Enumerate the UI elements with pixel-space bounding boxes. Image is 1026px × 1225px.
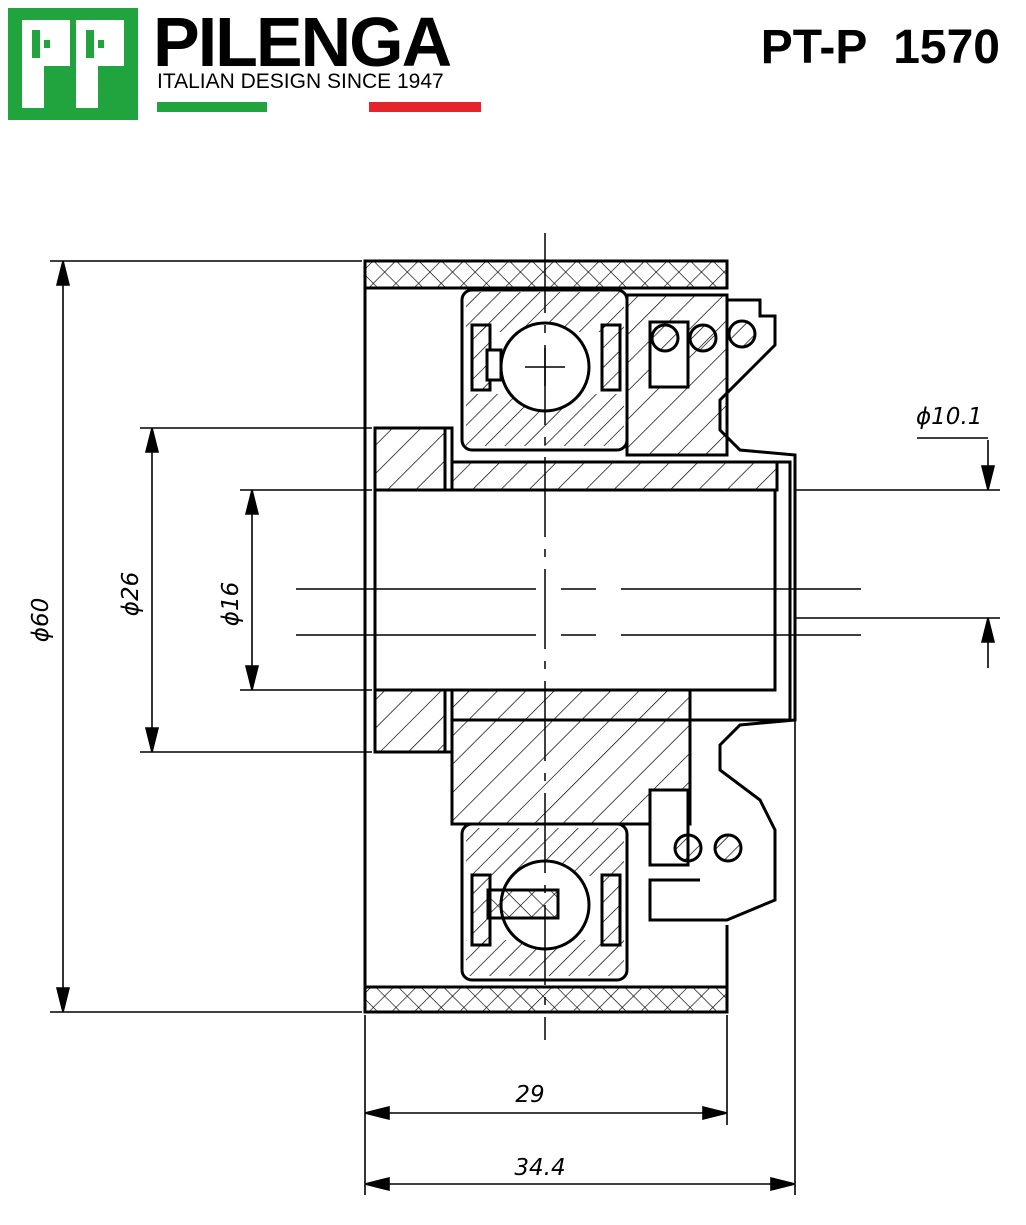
pp-logo-icon	[8, 8, 138, 120]
hub	[373, 293, 792, 826]
part-number: PT-P 1570	[760, 21, 1000, 74]
dim-bolt-diameter: ϕ10.1	[916, 404, 982, 430]
dim-bore-diameter: ϕ16	[218, 582, 244, 626]
lower-bearing	[460, 822, 629, 982]
brand-tagline: ITALIAN DESIGN SINCE 1947	[157, 70, 444, 93]
dim-bushing-diameter: ϕ26	[118, 572, 144, 616]
header: PILENGA ITALIAN DESIGN SINCE 1947 PT-P 1…	[0, 0, 1026, 130]
centerlines	[296, 233, 873, 1040]
flag-red-stripe	[369, 102, 481, 112]
dim-width-total: 34.4	[514, 1155, 565, 1181]
dim-width-pulley: 29	[515, 1082, 544, 1108]
spring-coils	[648, 298, 797, 922]
brand-name: PILENGA	[153, 3, 452, 81]
dim-outer-diameter: ϕ60	[28, 598, 54, 642]
pulley-outline	[363, 259, 729, 1014]
dimension-lines	[50, 260, 1000, 1195]
flag-green-stripe	[157, 102, 267, 112]
